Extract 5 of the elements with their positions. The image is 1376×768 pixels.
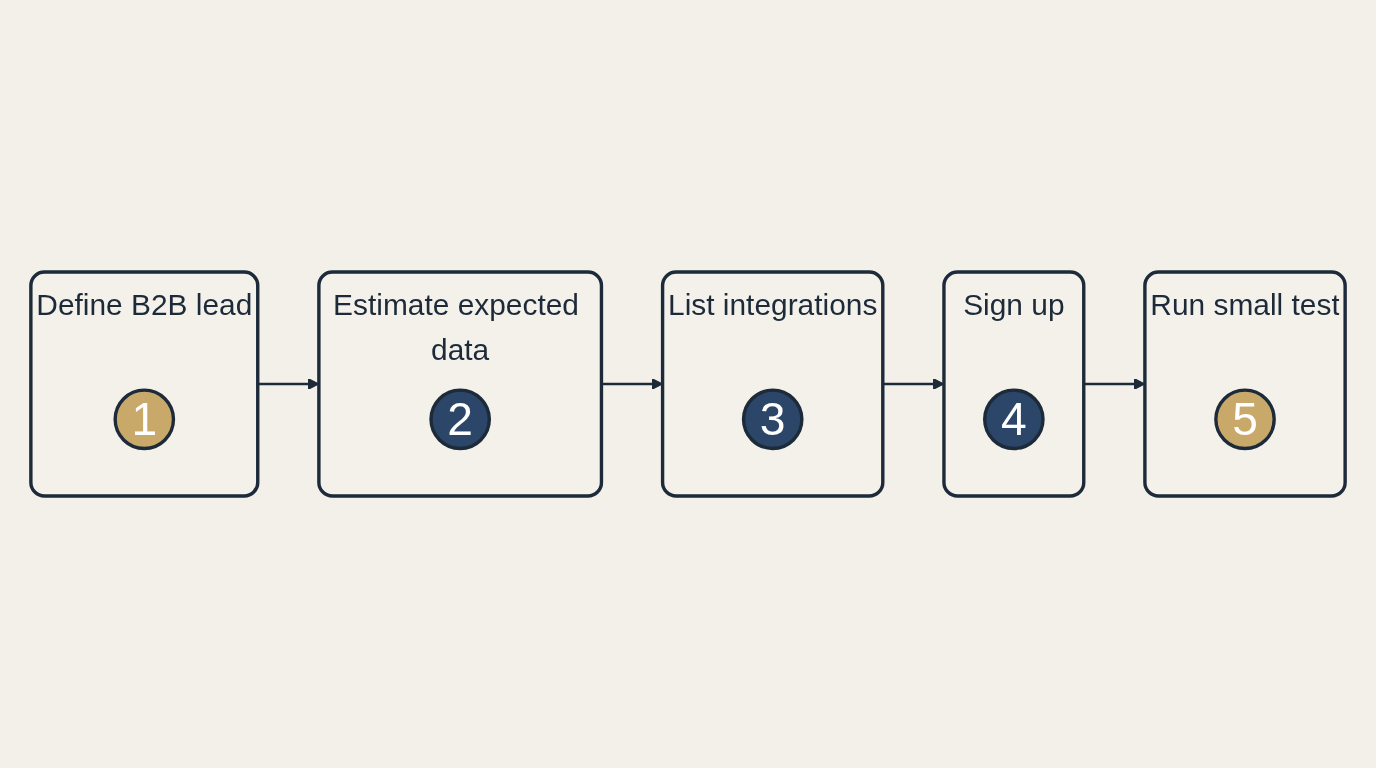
node-circle: 1 <box>113 388 176 451</box>
node-circle: 5 <box>1214 388 1276 451</box>
node-circle: 3 <box>741 388 804 451</box>
node-circle: 4 <box>983 388 1045 451</box>
node-circle: 2 <box>429 388 491 451</box>
